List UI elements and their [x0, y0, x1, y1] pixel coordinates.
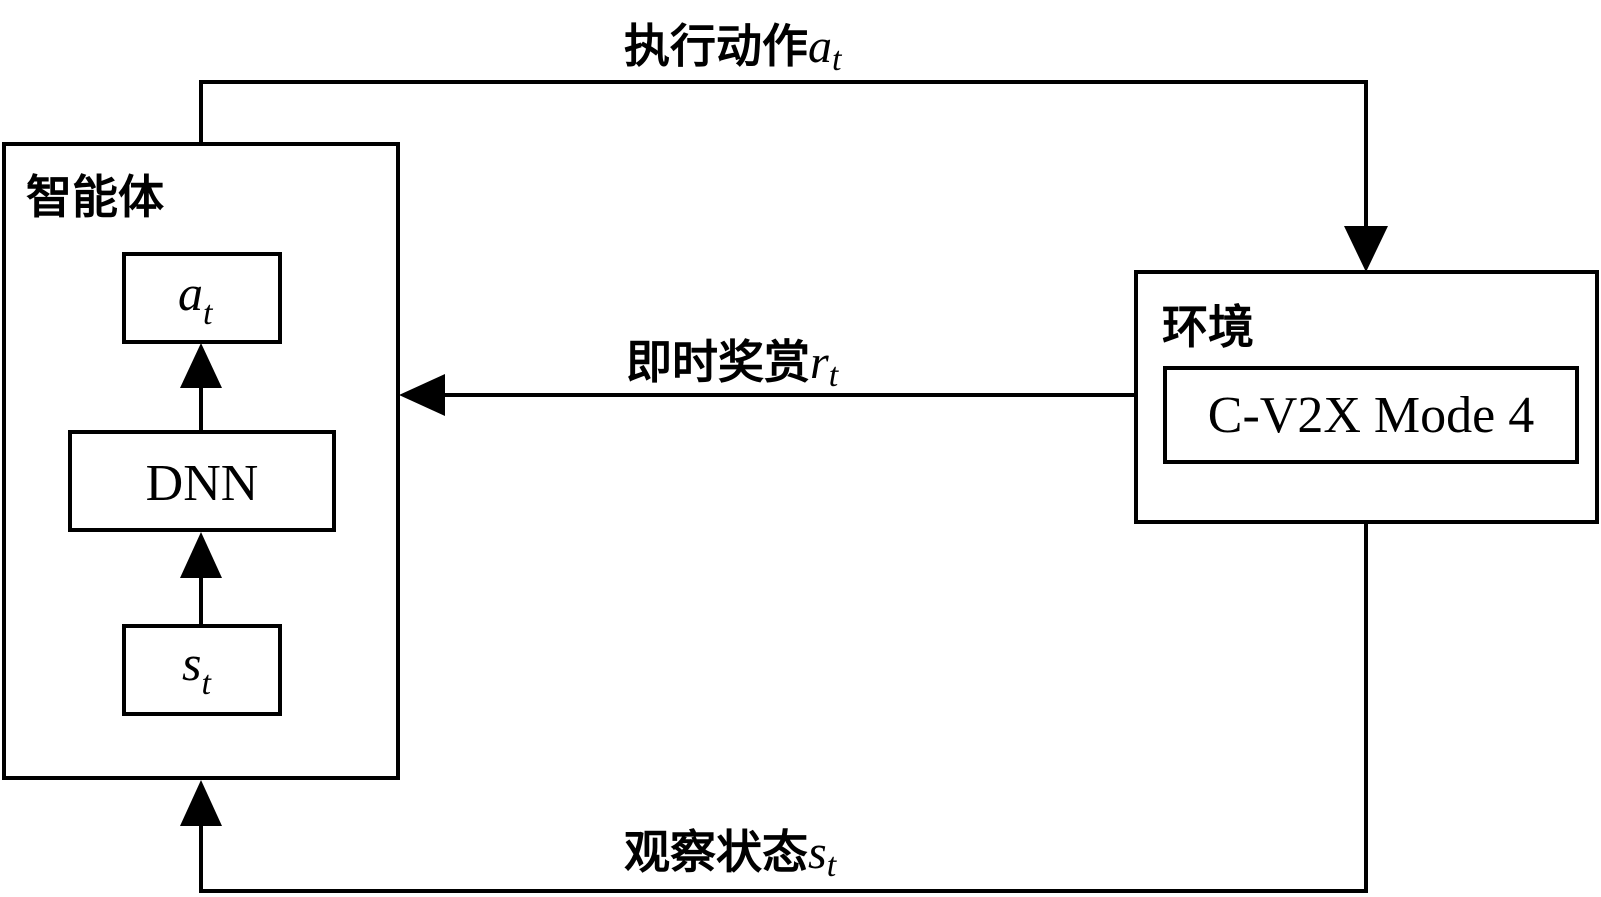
reward-edge-text: 即时奖赏 [626, 335, 810, 389]
reward-edge-symbol: r [810, 336, 829, 389]
action-output-label: at [178, 265, 214, 332]
reward-edge-subscript: t [829, 357, 840, 394]
observe-edge-line [199, 522, 1368, 893]
action-edge-arrowhead [1344, 226, 1388, 272]
state-input-subscript: t [201, 665, 212, 702]
state-input-symbol: s [182, 635, 201, 691]
dnn-to-action-arrowhead [180, 343, 222, 388]
c-v2x-mode4-box [1163, 366, 1579, 464]
observe-edge-text: 观察状态 [624, 825, 808, 879]
action-edge-symbol: a [808, 20, 832, 73]
dnn-box [68, 430, 336, 532]
action-edge: 执行动作at [199, 19, 1388, 272]
action-output-subscript: t [203, 295, 214, 332]
state-to-dnn-arrowhead [180, 532, 222, 578]
observe-edge-label: 观察状态st [624, 825, 838, 884]
observe-edge: 观察状态st [180, 522, 1368, 893]
state-input-label: st [182, 635, 212, 702]
action-edge-subscript: t [832, 41, 843, 78]
reward-edge-arrowhead [399, 374, 445, 416]
reward-edge-label: 即时奖赏rt [626, 335, 840, 394]
agent-title: 智能体 [26, 170, 164, 224]
action-edge-line [199, 80, 1368, 230]
dnn-label: DNN [146, 455, 259, 512]
environment-block: 环境 C-V2X Mode 4 [1134, 270, 1599, 524]
environment-title: 环境 [1162, 300, 1254, 354]
action-output-symbol: a [178, 265, 203, 321]
observe-edge-symbol: s [808, 826, 827, 879]
observe-edge-subscript: t [827, 847, 838, 884]
action-edge-label: 执行动作at [624, 19, 843, 78]
observe-edge-arrowhead [180, 780, 222, 826]
action-edge-text: 执行动作 [624, 19, 808, 73]
c-v2x-mode4-label: C-V2X Mode 4 [1208, 387, 1534, 444]
agent-block: 智能体 at DNN st [2, 142, 400, 780]
reward-edge: 即时奖赏rt [399, 335, 1136, 416]
action-output-box [122, 252, 282, 344]
